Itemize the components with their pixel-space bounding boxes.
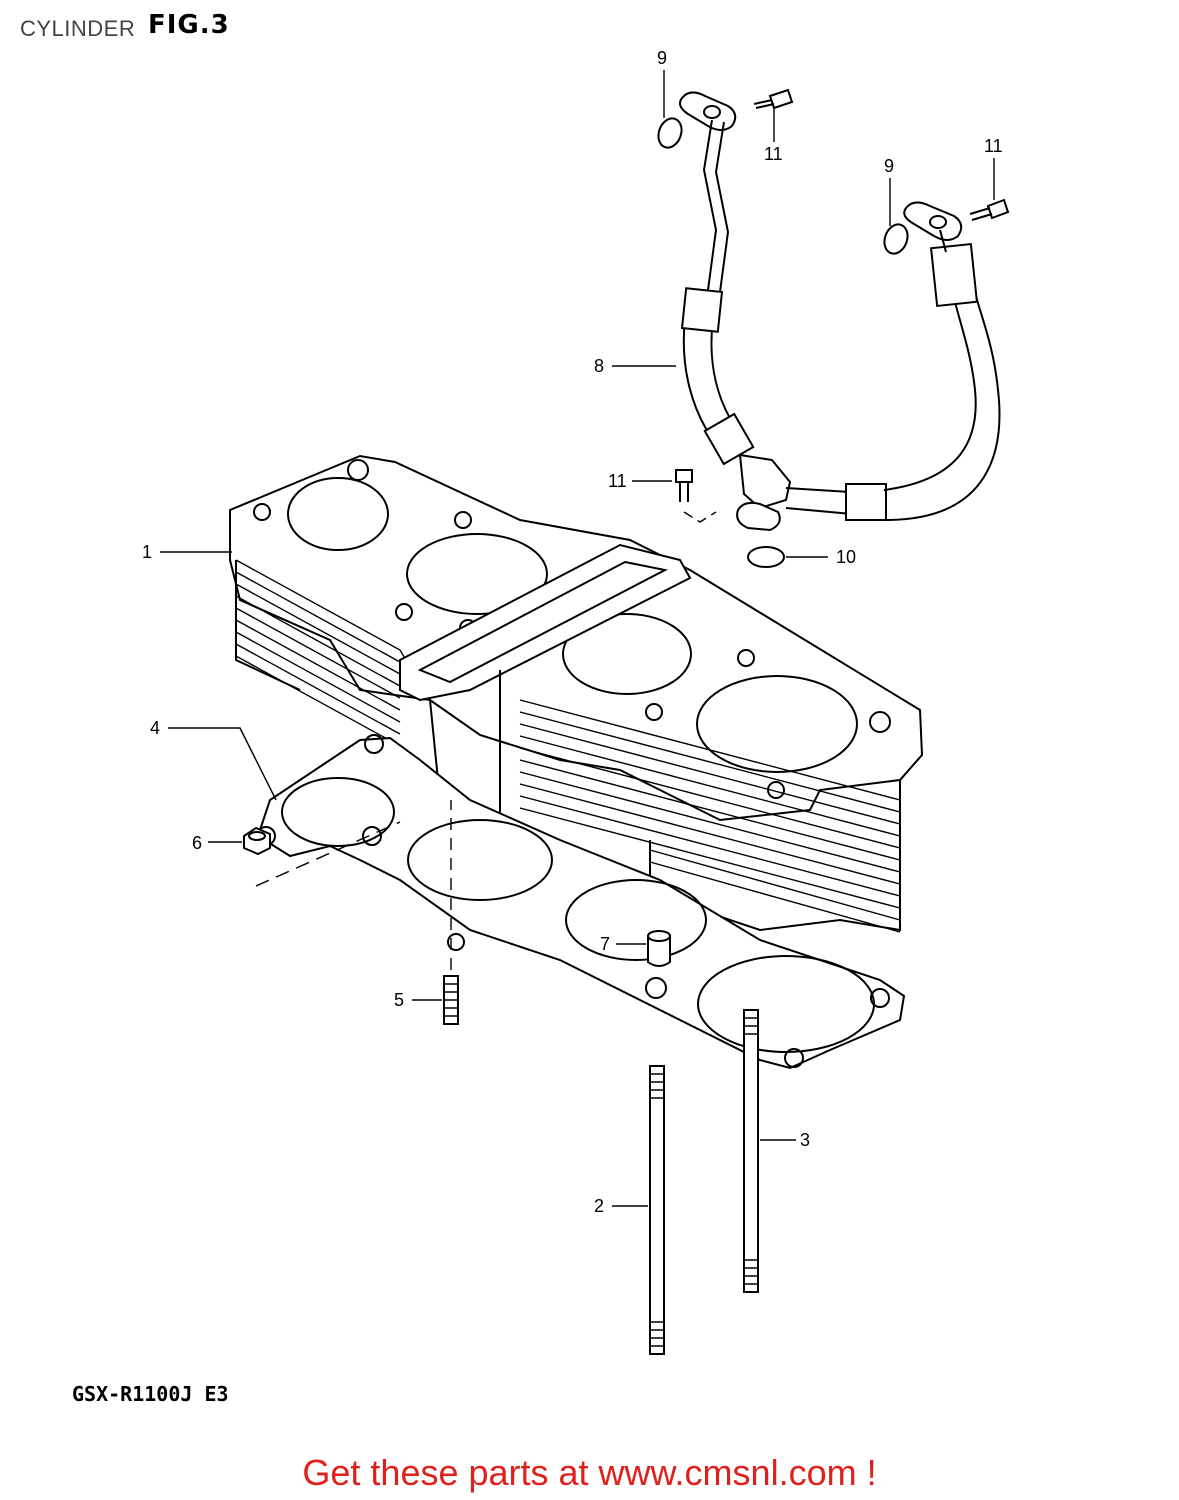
cta-link[interactable]: Get these parts at www.cmsnl.com ! xyxy=(302,1452,877,1493)
callout-9-left: 9 xyxy=(657,48,667,68)
callout-10: 10 xyxy=(836,547,856,567)
o-ring-9-left xyxy=(657,117,683,149)
cylinder-block xyxy=(229,454,924,933)
stud-5 xyxy=(443,800,459,1025)
callout-3: 3 xyxy=(800,1130,810,1150)
callout-9-right: 9 xyxy=(884,156,894,176)
nut-6 xyxy=(243,821,401,887)
stud-3 xyxy=(743,1009,759,1293)
dowel-pin-7 xyxy=(647,930,671,967)
bolt-11-middle xyxy=(675,469,717,523)
callout-8: 8 xyxy=(594,356,604,376)
model-code: GSX-R1100J E3 xyxy=(72,1382,229,1406)
figure-label: FIG.3 xyxy=(148,10,230,40)
callout-11-top: 11 xyxy=(764,144,783,164)
leader-lines xyxy=(160,70,995,1207)
callout-2: 2 xyxy=(594,1196,604,1216)
page-title: CYLINDER xyxy=(20,16,136,41)
stud-2 xyxy=(649,1065,665,1355)
callout-11-middle: 11 xyxy=(608,471,627,491)
callout-5: 5 xyxy=(394,990,404,1010)
oil-hose-assembly xyxy=(679,91,1001,532)
callout-6: 6 xyxy=(192,833,202,853)
bolt-11-top xyxy=(753,88,794,110)
o-ring-10 xyxy=(747,546,785,568)
bolt-11-right xyxy=(969,198,1010,221)
callout-1: 1 xyxy=(142,542,152,562)
callout-7: 7 xyxy=(600,934,610,954)
callout-11-right: 11 xyxy=(984,136,1003,156)
cylinder-base-gasket xyxy=(256,734,906,1070)
callout-4: 4 xyxy=(150,718,160,738)
o-ring-9-right xyxy=(883,223,909,255)
